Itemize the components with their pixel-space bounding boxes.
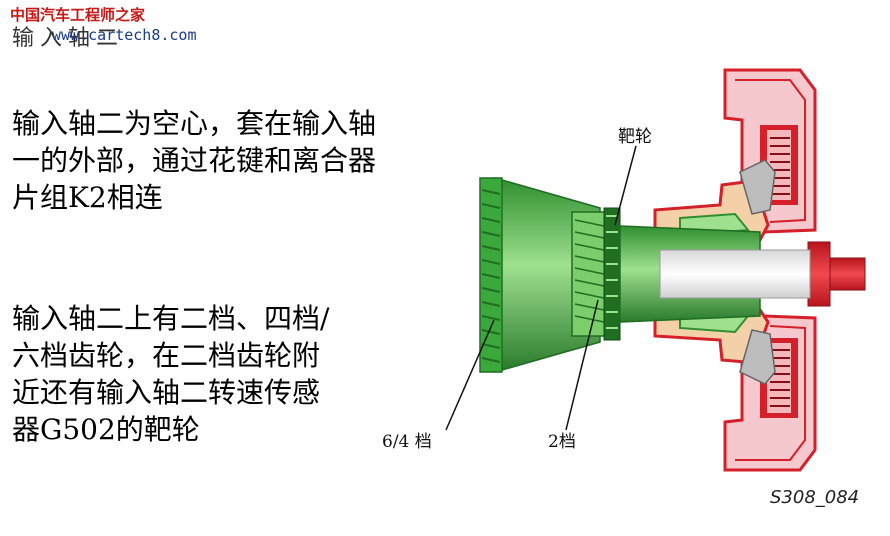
paragraph-line: 输入轴二上有二档、四档/ bbox=[12, 302, 330, 335]
input-shaft-2 bbox=[479, 177, 811, 373]
clutch-housing-upper bbox=[653, 68, 817, 244]
gear-2-leader bbox=[565, 299, 599, 431]
paragraph-line: 片组K2相连 bbox=[12, 181, 163, 214]
watermark-site-url: www.cartech8.com bbox=[52, 26, 197, 44]
heading-title: 输入轴二 bbox=[12, 26, 125, 51]
paragraph-line: 输入轴二为空心，套在输入轴 bbox=[12, 107, 377, 140]
target-wheel-leader bbox=[614, 145, 637, 226]
paragraph-line: 六档齿轮，在二档齿轮附 bbox=[12, 339, 321, 372]
description-paragraph-1: 输入轴二为空心，套在输入轴 一的外部，通过花键和离合器 片组K2相连 bbox=[12, 105, 376, 216]
clutch-hub bbox=[807, 241, 866, 307]
gear-6-4-leader bbox=[445, 319, 495, 431]
gear-2-teeth bbox=[574, 219, 605, 323]
watermark-site-name: 中国汽车工程师之家 bbox=[10, 6, 146, 24]
gear-6-4-teeth bbox=[481, 189, 501, 363]
paragraph-line: 一的外部，通过花键和离合器 bbox=[12, 144, 377, 177]
paragraph-line: 近还有输入轴二转速传感 bbox=[12, 376, 321, 409]
figure-id: S308_084 bbox=[770, 487, 859, 508]
gear-6-4-label: 6/4 档 bbox=[382, 432, 432, 452]
target-wheel-teeth bbox=[606, 215, 618, 329]
gear-2-label: 2档 bbox=[548, 432, 576, 452]
target-wheel-label: 靶轮 bbox=[618, 127, 652, 147]
paragraph-line: 器G502的靶轮 bbox=[12, 413, 200, 446]
description-paragraph-2: 输入轴二上有二档、四档/ 六档齿轮，在二档齿轮附 近还有输入轴二转速传感 器G5… bbox=[12, 300, 329, 448]
clutch-housing-lower bbox=[653, 306, 817, 472]
